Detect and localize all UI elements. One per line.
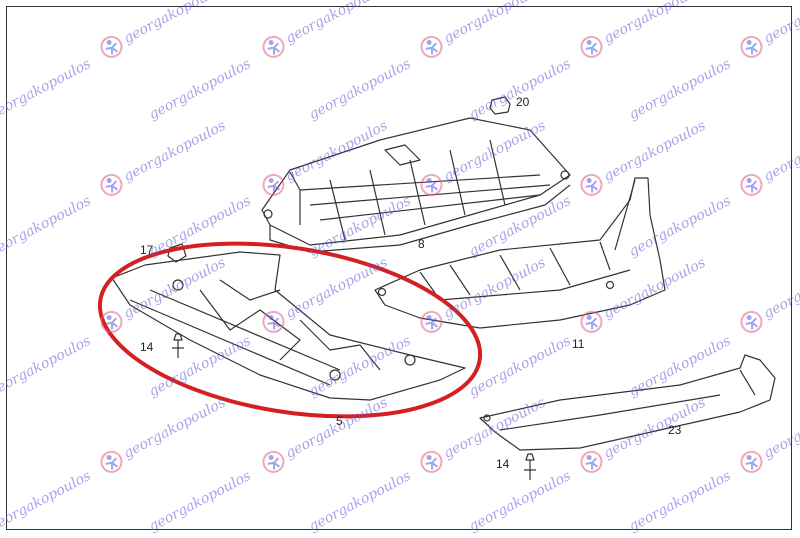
watermark: georgakopoulos xyxy=(94,390,231,479)
part-label-14: 14 xyxy=(140,340,154,354)
part-label-17: 17 xyxy=(140,243,154,257)
part-label-5: 5 xyxy=(336,414,343,428)
person-logo-icon xyxy=(420,173,443,196)
person-logo-icon xyxy=(420,35,443,58)
part-17-clip xyxy=(167,243,187,263)
watermark: georgakopoulos xyxy=(734,0,800,64)
watermark: georgakopoulos xyxy=(256,0,393,64)
person-logo-icon xyxy=(580,450,603,473)
watermark: georgakopoulos xyxy=(734,390,800,479)
person-logo-icon xyxy=(262,35,285,58)
person-logo-icon xyxy=(420,450,443,473)
watermark: georgakopoulos xyxy=(574,113,711,202)
part-14-screw-lower xyxy=(524,453,536,480)
part-11-undertray xyxy=(374,177,666,329)
part-23-panel xyxy=(479,354,776,451)
watermark: georgakopoulos xyxy=(414,0,551,64)
watermark: georgakopoulos xyxy=(414,113,551,202)
watermark: georgakopoulos xyxy=(574,390,711,479)
person-logo-icon xyxy=(100,450,123,473)
watermark: georgakopoulos xyxy=(256,390,393,479)
watermark: georgakopoulos xyxy=(414,390,551,479)
person-logo-icon xyxy=(262,450,285,473)
person-logo-icon xyxy=(100,310,123,333)
highlight-ellipse xyxy=(97,241,483,419)
watermark: georgakopoulos xyxy=(256,250,393,339)
part-5-undertray xyxy=(111,251,466,401)
watermark: georgakopoulos xyxy=(256,113,393,202)
part-20-clip xyxy=(489,96,511,115)
person-logo-icon xyxy=(580,310,603,333)
part-8-undertray xyxy=(261,117,571,253)
part-label-20: 20 xyxy=(516,95,530,109)
watermark: georgakopoulos xyxy=(734,250,800,339)
person-logo-icon xyxy=(740,35,763,58)
person-logo-icon xyxy=(580,173,603,196)
diagram-frame xyxy=(6,6,792,530)
person-logo-icon xyxy=(740,310,763,333)
watermark: georgakopoulos xyxy=(94,113,231,202)
person-logo-icon xyxy=(100,35,123,58)
watermark: georgakopoulos xyxy=(574,250,711,339)
person-logo-icon xyxy=(580,35,603,58)
person-logo-icon xyxy=(740,173,763,196)
part-14-screw xyxy=(172,333,184,358)
part-label-11: 11 xyxy=(572,337,585,351)
part-label-8: 8 xyxy=(418,237,425,251)
person-logo-icon xyxy=(262,173,285,196)
watermark: georgakopoulos xyxy=(94,0,231,64)
person-logo-icon xyxy=(420,310,443,333)
watermark: georgakopoulos xyxy=(734,113,800,202)
watermark: georgakopoulos xyxy=(574,0,711,64)
person-logo-icon xyxy=(100,173,123,196)
watermark: georgakopoulos xyxy=(414,250,551,339)
watermark: georgakopoulos xyxy=(94,250,231,339)
person-logo-icon xyxy=(262,310,285,333)
part-label-14-lower: 14 xyxy=(496,457,510,471)
part-label-23: 23 xyxy=(668,423,682,437)
person-logo-icon xyxy=(740,450,763,473)
